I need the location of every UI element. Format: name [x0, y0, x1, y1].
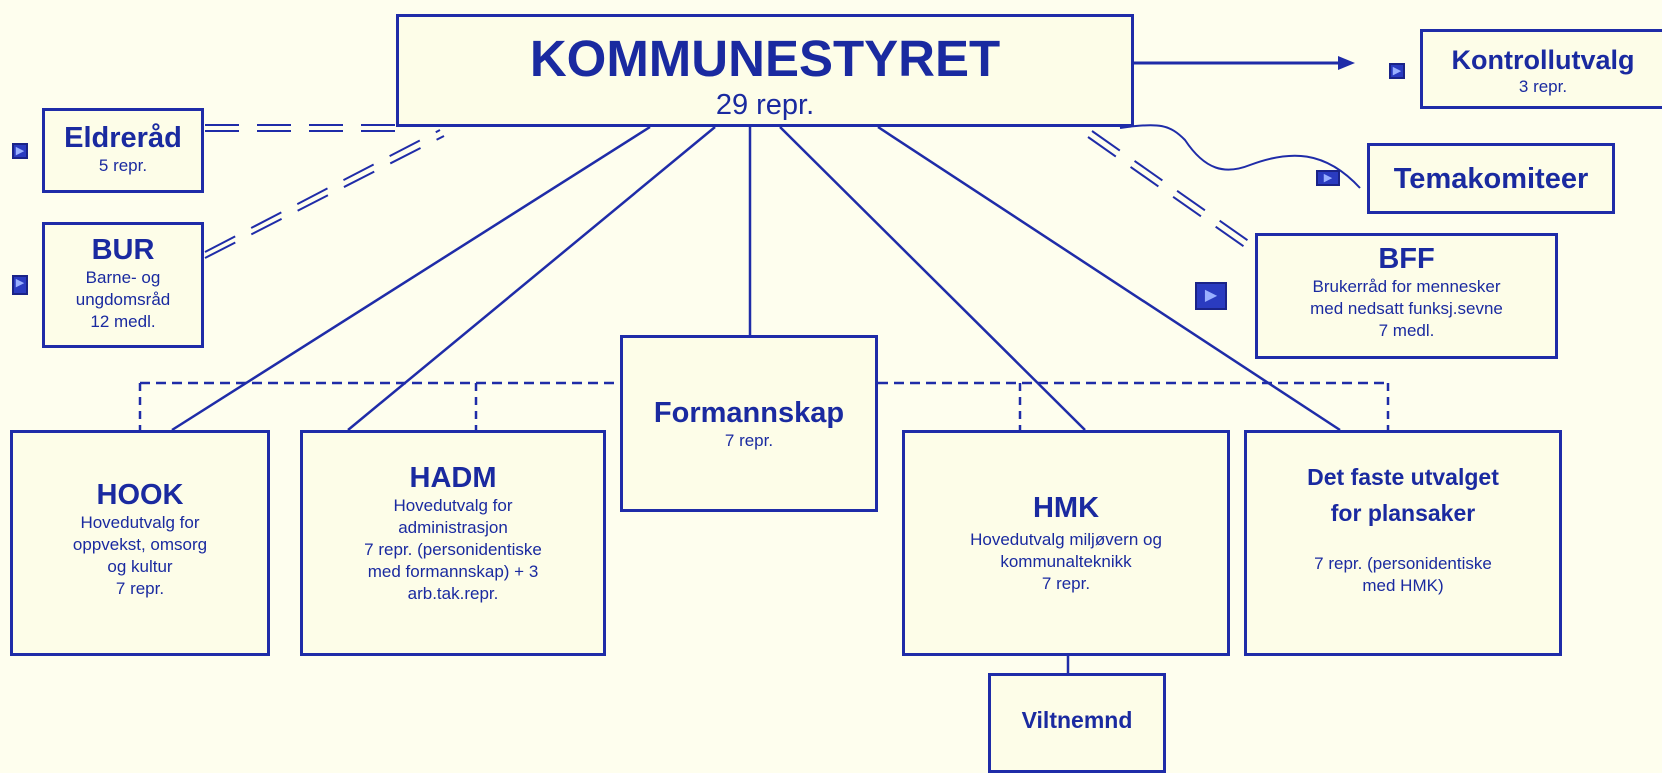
hadm-title: HADM [409, 462, 497, 494]
hmk-box: HMK Hovedutvalg miljøvern og kommunaltek… [902, 430, 1230, 656]
formannskap-title: Formannskap [653, 397, 845, 429]
bur-title: BUR [91, 234, 155, 266]
bur-line: ungdomsråd [75, 290, 171, 309]
hmk-line: Hovedutvalg miljøvern og [970, 530, 1162, 549]
kontrollutvalg-box: Kontrollutvalg 3 repr. [1420, 29, 1662, 109]
bur-line: Barne- og [85, 268, 161, 287]
hadm-line: arb.tak.repr. [407, 584, 499, 603]
formannskap-sub: 7 repr. [724, 431, 774, 450]
bff-line: 7 medl. [1378, 321, 1435, 340]
hmk-line: kommunalteknikk [1000, 552, 1132, 571]
play-icon[interactable]: ▶ [1316, 170, 1340, 186]
hadm-line: administrasjon [398, 518, 508, 537]
hook-line: og kultur [107, 557, 173, 576]
eldrerad-box: Eldreråd 5 repr. [42, 108, 204, 193]
temakomiteer-title: Temakomiteer [1393, 163, 1589, 195]
play-icon[interactable]: ▶ [12, 143, 28, 159]
viltnemnd-box: Viltnemnd [988, 673, 1166, 773]
kommunestyret-sub: 29 repr. [715, 89, 815, 121]
bff-line: med nedsatt funksj.sevne [1310, 299, 1503, 318]
plansaker-title: Det faste utvalget [1307, 464, 1499, 490]
hadm-line: Hovedutvalg for [393, 496, 513, 515]
bur-line: 12 medl. [90, 312, 156, 331]
hook-line: Hovedutvalg for [80, 513, 200, 532]
kontrollutvalg-title: Kontrollutvalg [1451, 45, 1635, 75]
hook-line: 7 repr. [115, 579, 165, 598]
eldrerad-sub: 5 repr. [98, 156, 148, 175]
kommunestyret-box: KOMMUNESTYRET 29 repr. [396, 14, 1134, 127]
play-icon[interactable]: ▶ [12, 275, 28, 295]
temakomiteer-box: Temakomiteer [1367, 143, 1615, 214]
play-icon[interactable]: ▶ [1195, 282, 1227, 310]
hadm-line: 7 repr. (personidentiske [364, 540, 542, 559]
hook-title: HOOK [96, 479, 184, 511]
hmk-line: 7 repr. [1041, 574, 1091, 593]
viltnemnd-title: Viltnemnd [1021, 707, 1133, 733]
hadm-line: med formannskap) + 3 [367, 562, 539, 581]
connector-lines [138, 56, 1390, 675]
eldrerad-title: Eldreråd [64, 122, 182, 154]
bur-box: BUR Barne- og ungdomsråd 12 medl. [42, 222, 204, 348]
bff-line: Brukerråd for mennesker [1312, 277, 1501, 296]
plansaker-box: Det faste utvalget for plansaker 7 repr.… [1244, 430, 1562, 656]
bff-title: BFF [1378, 243, 1435, 275]
bff-box: BFF Brukerråd for mennesker med nedsatt … [1255, 233, 1558, 359]
plansaker-line: 7 repr. (personidentiske [1314, 554, 1492, 573]
plansaker-line: med HMK) [1362, 576, 1444, 595]
kontrollutvalg-sub: 3 repr. [1518, 77, 1568, 96]
hadm-box: HADM Hovedutvalg for administrasjon 7 re… [300, 430, 606, 656]
hmk-title: HMK [1032, 492, 1100, 524]
kommunestyret-title: KOMMUNESTYRET [529, 30, 1001, 87]
hook-box: HOOK Hovedutvalg for oppvekst, omsorg og… [10, 430, 270, 656]
hook-line: oppvekst, omsorg [72, 535, 208, 554]
plansaker-title: for plansaker [1330, 500, 1476, 526]
play-icon[interactable]: ▶ [1389, 63, 1405, 79]
formannskap-box: Formannskap 7 repr. [620, 335, 878, 512]
